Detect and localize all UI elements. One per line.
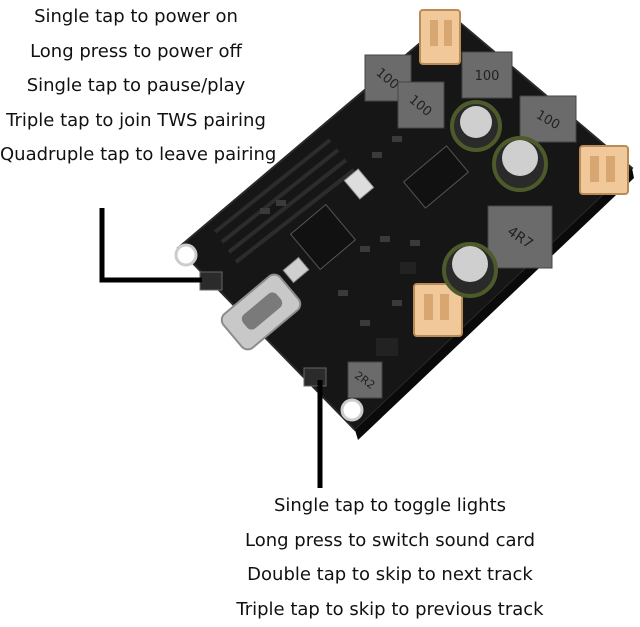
inductor: 100 bbox=[461, 51, 513, 99]
instruction-line: Quadruple tap to leave pairing bbox=[0, 144, 277, 165]
jst-connector bbox=[419, 9, 461, 65]
function-button bbox=[303, 367, 327, 387]
instruction-line: Single tap to pause/play bbox=[26, 75, 246, 96]
smd-components bbox=[260, 136, 420, 356]
inductor: 100 bbox=[397, 81, 445, 129]
mounting-hole bbox=[340, 398, 364, 422]
jst-connector bbox=[579, 145, 629, 195]
capacitor bbox=[450, 100, 502, 152]
mounting-hole bbox=[174, 243, 198, 267]
crystal bbox=[282, 256, 310, 284]
svg-text:100: 100 bbox=[475, 69, 500, 84]
usb-c-port bbox=[220, 273, 302, 351]
inductor: 4R7 bbox=[487, 205, 553, 269]
instruction-line: Single tap to power on bbox=[34, 6, 238, 27]
instruction-line: Double tap to skip to next track bbox=[247, 564, 533, 585]
pcb-edge bbox=[355, 168, 634, 440]
switch bbox=[343, 168, 375, 200]
instruction-line: Triple tap to join TWS pairing bbox=[6, 109, 266, 131]
instruction-line: Single tap to toggle lights bbox=[273, 495, 507, 516]
instruction-line: Long press to power off bbox=[30, 40, 242, 62]
inductor: 100 bbox=[519, 95, 577, 143]
instruction-line: Triple tap to skip to previous track bbox=[236, 598, 544, 620]
capacitor bbox=[492, 136, 548, 192]
heatsink-pad bbox=[213, 138, 356, 264]
capacitor bbox=[442, 242, 498, 298]
inductor: 2R2 bbox=[347, 361, 383, 399]
jst-connector bbox=[413, 283, 463, 337]
dsp-chip bbox=[289, 203, 357, 271]
instruction-line: Long press to switch sound card bbox=[244, 529, 536, 551]
callout-line-top bbox=[99, 208, 202, 283]
amplifier-chip bbox=[402, 145, 470, 209]
power-button bbox=[199, 271, 223, 291]
